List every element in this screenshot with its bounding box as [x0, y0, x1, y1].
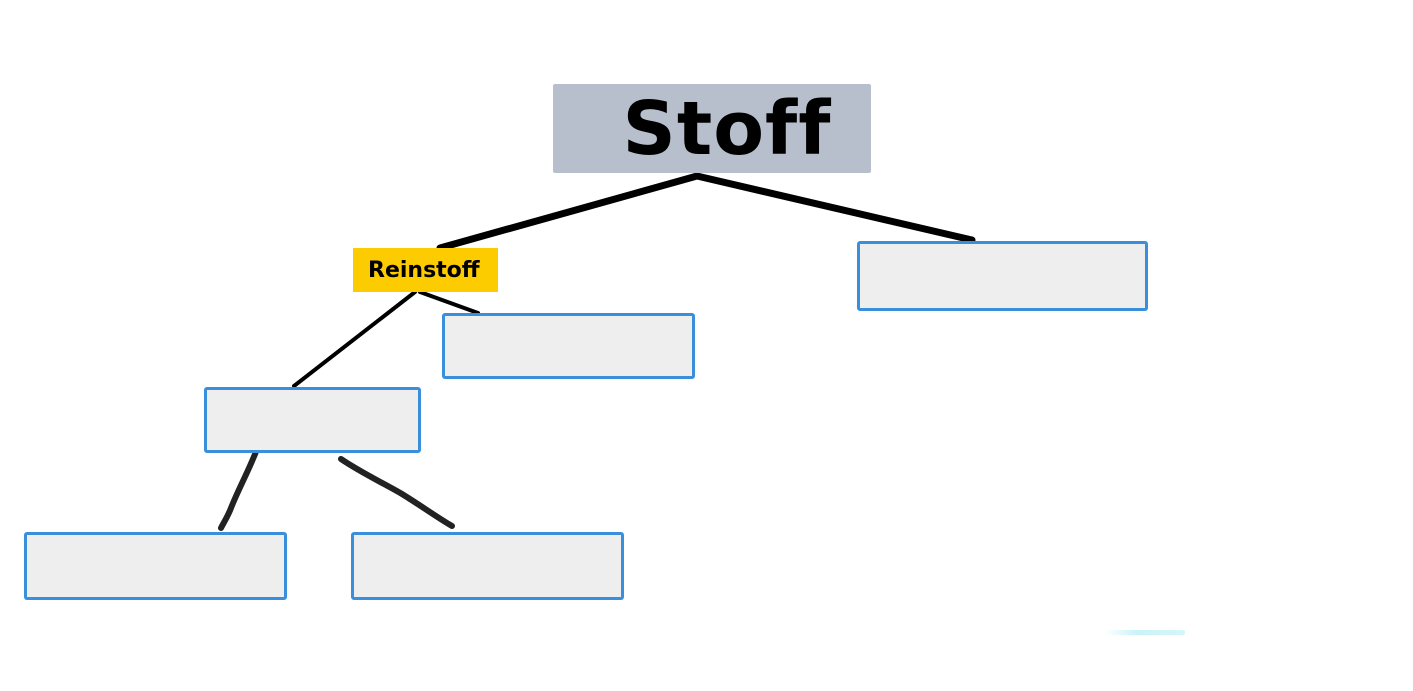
- blank-box-middle[interactable]: [442, 313, 695, 379]
- blank-box-left[interactable]: [204, 387, 421, 453]
- connector-reinstoff-to-left-box: [292, 290, 417, 388]
- connector-root-to-reinstoff: [436, 172, 701, 252]
- blank-box-bottom-left-1[interactable]: [24, 532, 287, 600]
- root-node: Stoff: [553, 84, 871, 173]
- connector-reinstoff-to-middle-box: [418, 290, 480, 315]
- connector-left-box-to-bottom-2: [338, 456, 455, 529]
- reinstoff-label: Reinstoff: [368, 257, 480, 283]
- decorative-highlight-mark: [1105, 630, 1185, 635]
- blank-box-bottom-left-2[interactable]: [351, 532, 624, 600]
- blank-box-right[interactable]: [857, 241, 1148, 311]
- connector-left-box-to-bottom-1: [218, 446, 260, 531]
- root-label: Stoff: [622, 85, 832, 172]
- reinstoff-node: Reinstoff: [353, 248, 498, 292]
- connector-root-to-right-box: [693, 172, 976, 244]
